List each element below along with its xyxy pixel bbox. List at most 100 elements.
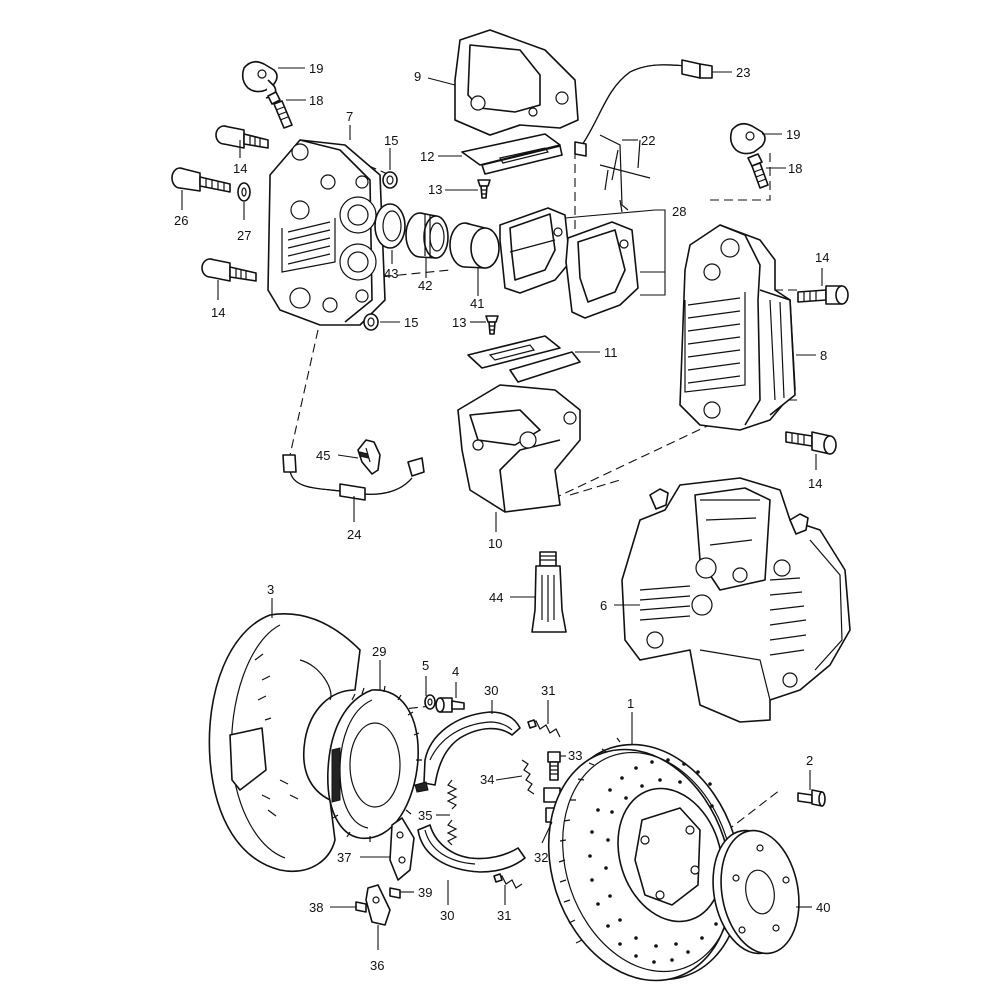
- callout-35: 35: [418, 808, 432, 823]
- part-41-piston: [449, 222, 500, 269]
- callout-40: 40: [816, 900, 830, 915]
- part-14-bolt-upper-left: [215, 125, 269, 149]
- callout-26: 26: [174, 213, 188, 228]
- part-43-seal-ring: [374, 203, 406, 249]
- part-18-bleed-valve-right: [747, 153, 769, 189]
- part-29-parking-brake-plate: [327, 685, 422, 842]
- part-13-screw-lower: [485, 315, 499, 335]
- callout-2: 2: [806, 753, 813, 768]
- callout-30: 30: [440, 908, 454, 923]
- callout-5: 5: [422, 658, 429, 673]
- disc-ventilation-edge: [558, 737, 621, 944]
- callout-24: 24: [347, 527, 361, 542]
- callout-32: 32: [534, 850, 548, 865]
- callout-18: 18: [788, 161, 802, 176]
- part-24-brake-line: [282, 454, 425, 501]
- callout-31: 31: [541, 683, 555, 698]
- callout-13: 13: [428, 182, 442, 197]
- callout-34: 34: [480, 772, 494, 787]
- callout-18: 18: [309, 93, 323, 108]
- callout-13: 13: [452, 315, 466, 330]
- callout-41: 41: [470, 296, 484, 311]
- callout-6: 6: [600, 598, 607, 613]
- callout-1: 1: [627, 696, 634, 711]
- part-40-hub-spacer: [712, 829, 800, 955]
- part-12-retaining-plate: [461, 133, 563, 175]
- callout-42: 42: [418, 278, 432, 293]
- part-15-washer-upper: [382, 171, 398, 189]
- part-23-brake-hose-upper: [574, 59, 713, 157]
- part-19-bleed-cap-left: [241, 60, 278, 99]
- part-1-brake-disc: [547, 737, 743, 982]
- part-15-washer-lower: [363, 313, 379, 331]
- callout-4: 4: [452, 664, 459, 679]
- part-14-bolt-lower-left: [201, 258, 257, 282]
- part-7-rear-caliper-housing: [267, 139, 386, 326]
- callout-28: 28: [672, 204, 686, 219]
- part-18-bleed-valve-left: [267, 91, 293, 129]
- part-19-bleed-cap-right: [729, 122, 766, 155]
- callout-10: 10: [488, 536, 502, 551]
- callout-15: 15: [384, 133, 398, 148]
- callout-12: 12: [420, 149, 434, 164]
- part-30-brake-shoe-upper: [414, 711, 521, 793]
- part-34-adjuster-spring: [521, 759, 535, 795]
- callout-14: 14: [233, 161, 247, 176]
- part-45-retaining-clip: [357, 439, 381, 475]
- callout-8: 8: [820, 348, 827, 363]
- part-13-screw-upper: [477, 179, 491, 199]
- part-27-washer: [237, 182, 251, 202]
- part-14-bolt-upper-right: [797, 285, 849, 305]
- part-14-bolt-lower-right: [785, 431, 837, 455]
- callout-33: 33: [568, 748, 582, 763]
- part-31-spring-lower: [493, 873, 523, 889]
- callout-19: 19: [309, 61, 323, 76]
- part-22-spring-clip: [599, 134, 651, 213]
- callout-15: 15: [404, 315, 418, 330]
- part-2-locating-screw: [797, 789, 826, 807]
- callout-38: 38: [309, 900, 323, 915]
- part-10-caliper-bracket-lower: [457, 384, 581, 513]
- part-8-front-caliper-housing: [679, 224, 796, 431]
- callout-3: 3: [267, 582, 274, 597]
- callout-36: 36: [370, 958, 384, 973]
- part-11-retaining-plate-lower: [467, 335, 581, 383]
- callout-30: 30: [484, 683, 498, 698]
- part-44-grease-tube: [531, 551, 567, 633]
- part-35-return-spring: [446, 779, 458, 846]
- callout-14: 14: [808, 476, 822, 491]
- callout-labels: 19 18 7 15 14 26 27 14 43 42 41 15 9 12 …: [174, 61, 830, 973]
- callout-39: 39: [418, 885, 432, 900]
- callout-22: 22: [641, 133, 655, 148]
- part-9-caliper-bracket-upper: [454, 29, 579, 136]
- part-5-washer: [424, 694, 436, 710]
- callout-43: 43: [384, 266, 398, 281]
- part-3-backing-plate: [208, 612, 361, 873]
- part-39-pin: [389, 887, 401, 899]
- callout-29: 29: [372, 644, 386, 659]
- part-4-screw: [435, 697, 465, 713]
- part-38-pin: [355, 901, 367, 913]
- callout-37: 37: [337, 850, 351, 865]
- callout-11: 11: [604, 345, 618, 360]
- part-33-adjuster-screw: [547, 751, 561, 781]
- callout-14: 14: [815, 250, 829, 265]
- part-31-spring-upper: [527, 719, 561, 738]
- callout-7: 7: [346, 109, 353, 124]
- callout-14: 14: [211, 305, 225, 320]
- disc-drilled-holes: [588, 758, 718, 964]
- part-42-dust-boot: [405, 212, 449, 259]
- callout-9: 9: [414, 69, 421, 84]
- callout-45: 45: [316, 448, 330, 463]
- callout-23: 23: [736, 65, 750, 80]
- callout-27: 27: [237, 228, 251, 243]
- part-28-brake-pad-outer: [565, 221, 639, 319]
- part-26-caliper-bolt: [171, 167, 231, 193]
- callout-31: 31: [497, 908, 511, 923]
- callout-44: 44: [489, 590, 503, 605]
- part-36-lever-plate: [365, 884, 391, 926]
- leader-lines: [181, 67, 823, 950]
- part-6-caliper-assembly: [621, 477, 851, 723]
- part-30-brake-shoe-lower: [417, 824, 526, 873]
